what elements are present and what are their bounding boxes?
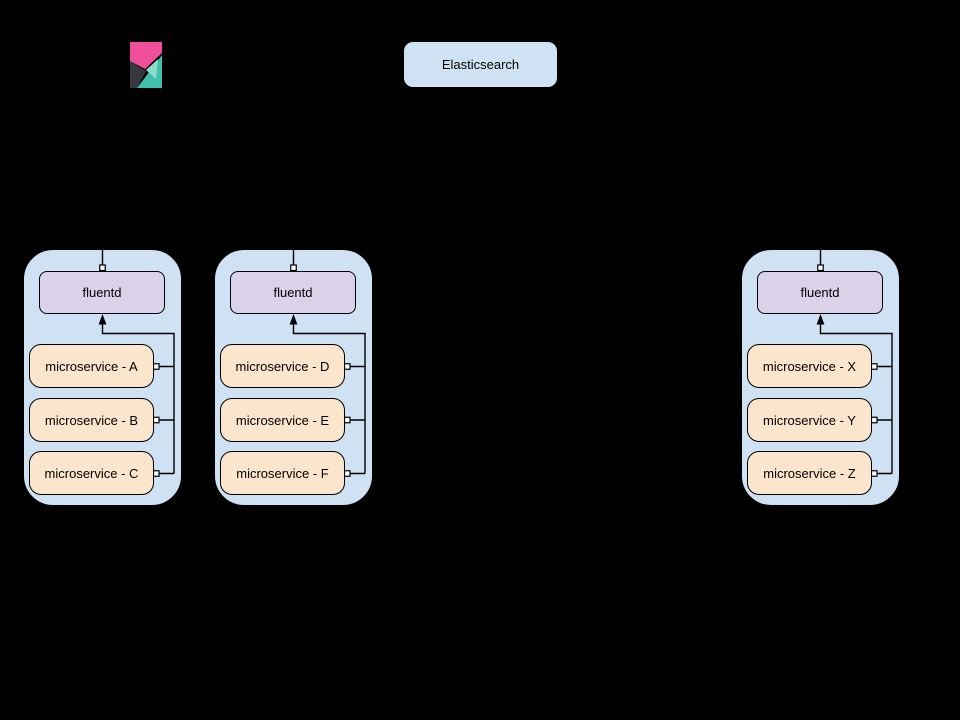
- connector-endpoint-square: [870, 470, 878, 477]
- connector-endpoint-square: [290, 264, 297, 272]
- microservice-node: microservice - C: [29, 451, 154, 495]
- node-group-1: fluentd microservice - A microservice - …: [22, 248, 183, 507]
- services-to-fluentd-line: [819, 322, 893, 475]
- kibana-logo-pink-shape: [130, 42, 162, 69]
- connector-endpoint-square: [99, 264, 106, 272]
- fluentd-node: fluentd: [757, 271, 883, 314]
- connector-endpoint-square: [152, 470, 160, 477]
- connector-endpoint-square: [817, 264, 824, 272]
- kibana-logo-dark-shape: [130, 61, 146, 88]
- kibana-logo-overlap-shape: [146, 59, 158, 79]
- node-group-2: fluentd microservice - D microservice - …: [213, 248, 374, 507]
- services-to-fluentd-line: [101, 322, 175, 475]
- microservice-node: microservice - E: [220, 398, 345, 442]
- microservice-node: microservice - Z: [747, 451, 872, 495]
- microservice-node: microservice - X: [747, 344, 872, 388]
- elasticsearch-label: Elasticsearch: [441, 57, 520, 72]
- fluentd-node: fluentd: [230, 271, 356, 314]
- elasticsearch-node: Elasticsearch: [403, 41, 558, 88]
- arrowhead-up-icon: [289, 314, 298, 325]
- node-group-3: fluentd microservice - X microservice - …: [740, 248, 901, 507]
- connector-endpoint-square: [870, 363, 878, 370]
- services-to-fluentd-line: [292, 322, 366, 475]
- microservice-node: microservice - D: [220, 344, 345, 388]
- arrowhead-up-icon: [98, 314, 107, 325]
- microservice-node: microservice - A: [29, 344, 154, 388]
- kibana-logo-icon: [130, 42, 162, 88]
- connector-endpoint-square: [152, 363, 160, 370]
- connector-endpoint-square: [343, 363, 351, 370]
- connector-endpoint-square: [870, 416, 878, 424]
- microservice-node: microservice - B: [29, 398, 154, 442]
- connector-endpoint-square: [343, 416, 351, 424]
- connector-endpoint-square: [343, 470, 351, 477]
- microservice-node: microservice - Y: [747, 398, 872, 442]
- arrowhead-up-icon: [816, 314, 825, 325]
- fluentd-node: fluentd: [39, 271, 165, 314]
- connector-endpoint-square: [152, 416, 160, 424]
- microservice-node: microservice - F: [220, 451, 345, 495]
